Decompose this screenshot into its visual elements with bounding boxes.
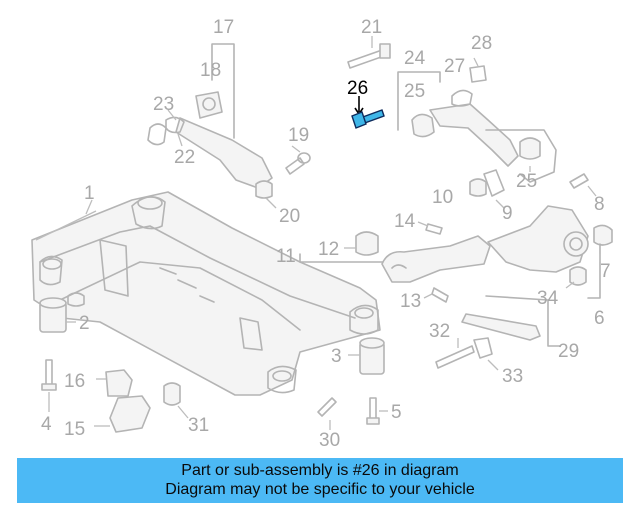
callout-1: 1 [84, 183, 95, 204]
callout-19: 19 [288, 125, 309, 146]
callout-20: 20 [279, 206, 300, 227]
callout-15: 15 [64, 419, 85, 440]
callout-25-lower: 25 [516, 171, 537, 192]
banner-line-2: Diagram may not be specific to your vehi… [165, 481, 475, 498]
bushing-3-drawing [348, 337, 385, 375]
banner-line-1: Part or sub-assembly is #26 in diagram [181, 462, 459, 479]
subframe-drawing [31, 191, 381, 396]
parts-diagram: 1 2 3 4 5 6 7 8 9 10 11 12 13 14 15 16 1… [31, 17, 613, 451]
callout-3: 3 [331, 346, 342, 367]
mounts-lower-left-drawing [94, 369, 189, 433]
callout-8: 8 [594, 194, 605, 215]
callout-10: 10 [432, 187, 453, 208]
callout-13: 13 [400, 291, 421, 312]
bolt-21-drawing [347, 36, 391, 69]
trailing-link-drawing [435, 295, 561, 371]
callout-4: 4 [41, 414, 52, 435]
callout-30: 30 [319, 430, 340, 451]
callout-labels: 1 2 3 4 5 6 7 8 9 10 11 12 13 14 15 16 1… [41, 17, 611, 451]
callout-21: 21 [361, 17, 382, 38]
bushing-2-drawing [39, 297, 76, 333]
callout-11: 11 [276, 246, 296, 267]
leader-lines [35, 199, 601, 262]
knuckle-drawing [469, 169, 613, 299]
callout-17: 17 [213, 17, 234, 38]
info-banner: Part or sub-assembly is #26 in diagram D… [17, 458, 623, 503]
callout-34: 34 [537, 288, 559, 309]
callout-7: 7 [600, 261, 611, 282]
callout-6: 6 [594, 308, 605, 329]
callout-33: 33 [502, 366, 523, 387]
callout-31: 31 [188, 415, 209, 436]
callout-14: 14 [394, 211, 416, 232]
callout-27: 27 [444, 56, 465, 77]
upper-rear-arm-drawing [397, 57, 557, 183]
callout-12: 12 [318, 239, 339, 260]
upper-control-arm-drawing [147, 43, 311, 209]
callout-29: 29 [558, 341, 579, 362]
callout-16: 16 [64, 371, 85, 392]
callout-25: 25 [404, 81, 425, 102]
callout-2: 2 [79, 313, 90, 334]
callout-5: 5 [391, 402, 402, 423]
callout-9: 9 [502, 203, 513, 224]
bolt-26-highlighted [351, 96, 385, 129]
callout-24: 24 [404, 48, 426, 69]
callout-23: 23 [153, 94, 174, 115]
callout-22: 22 [174, 147, 195, 168]
callout-18: 18 [200, 60, 221, 81]
callout-26-highlighted: 26 [347, 78, 368, 99]
lower-control-arm-drawing [299, 221, 491, 303]
bolts-lower-drawing [41, 359, 388, 430]
callout-28: 28 [471, 33, 492, 54]
callout-32: 32 [429, 321, 450, 342]
